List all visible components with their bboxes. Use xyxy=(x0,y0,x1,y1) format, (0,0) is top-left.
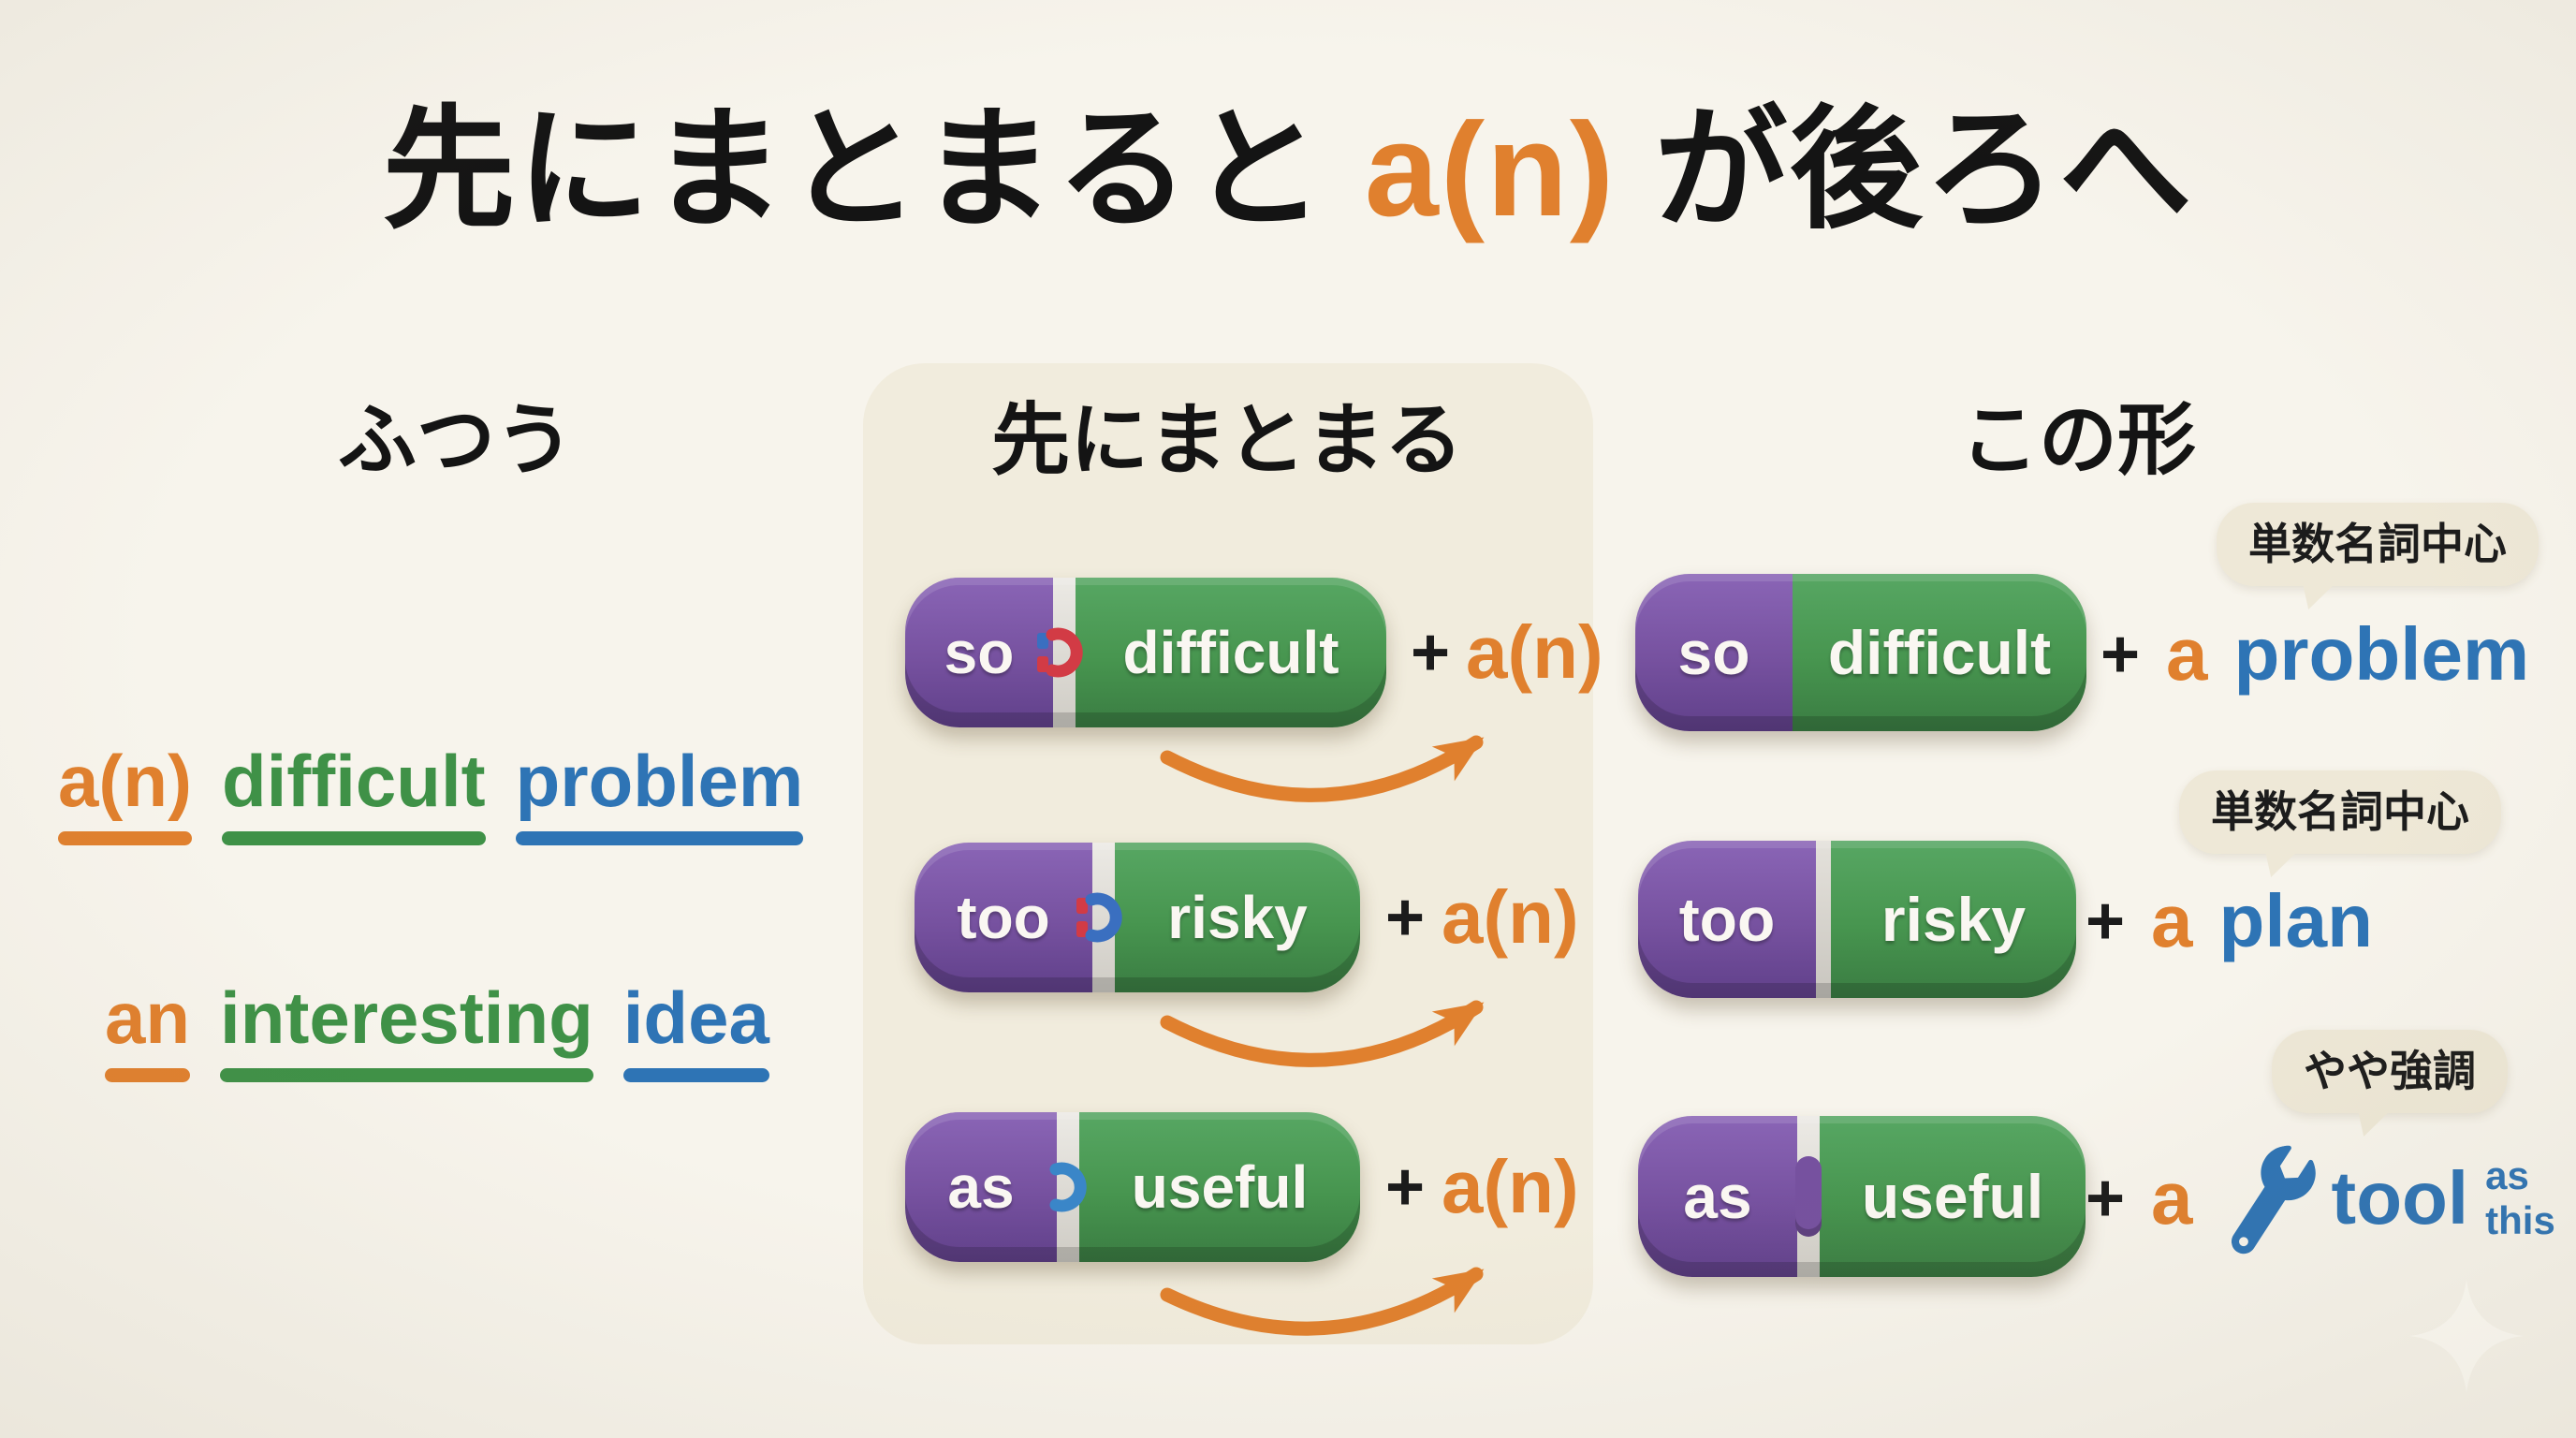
noun-label: plan xyxy=(2218,879,2373,962)
magnet-icon xyxy=(1076,892,1122,943)
pill-degree-segment: as xyxy=(1638,1116,1797,1277)
result-row: + a plan xyxy=(2086,884,2373,959)
pill-adjective-segment: risky xyxy=(1115,843,1360,992)
magnet-icon xyxy=(1049,1162,1087,1212)
degree-pill: too risky xyxy=(915,843,1360,992)
article-label: a xyxy=(2151,879,2193,962)
speech-bubble: やや強調 xyxy=(2272,1030,2508,1113)
plus-sign: + xyxy=(2086,884,2126,959)
example-phrase: a(n) difficult problem xyxy=(58,744,803,845)
word-article: a(n) xyxy=(58,744,192,845)
pill-degree-segment: as xyxy=(905,1112,1057,1262)
degree-pill: too risky xyxy=(1638,841,2076,998)
article-label: a(n) xyxy=(1466,610,1603,694)
curve-arrow-icon xyxy=(1160,1267,1485,1336)
pill-adjective-segment: useful xyxy=(1079,1112,1360,1262)
article-label: a(n) xyxy=(1442,875,1579,959)
plus-sign: + xyxy=(2100,617,2141,692)
title-highlight: a(n) xyxy=(1364,95,1617,244)
pill-divider xyxy=(1076,843,1122,992)
plus-sign: + xyxy=(2086,1161,2126,1236)
pill-degree-segment: too xyxy=(1638,841,1816,998)
column-header-result: この形 xyxy=(1959,396,2197,484)
page-title: 先にまとまると a(n) が後ろへ xyxy=(382,95,2194,244)
word-noun: problem xyxy=(516,744,804,845)
pill-degree-segment: so xyxy=(905,578,1053,727)
word-adjective: difficult xyxy=(222,744,486,845)
pill-adjective-segment: difficult xyxy=(1793,574,2086,731)
example-phrase: an interesting idea xyxy=(105,981,769,1082)
pill-adjective-segment: risky xyxy=(1831,841,2076,998)
result-row: + a tool as this xyxy=(2086,1145,2555,1255)
pill-divider xyxy=(1037,578,1083,727)
word-noun: idea xyxy=(623,981,769,1082)
noun-label: tool xyxy=(2331,1156,2469,1240)
puzzle-knob xyxy=(1795,1156,1822,1237)
as-this-stack: as this xyxy=(2485,1153,2555,1244)
this-label: this xyxy=(2485,1198,2555,1242)
pill-divider xyxy=(1795,1116,1822,1277)
degree-pill: so difficult xyxy=(905,578,1386,727)
curve-arrow-icon xyxy=(1160,1000,1485,1067)
noun-label: problem xyxy=(2233,612,2530,696)
word-adjective: interesting xyxy=(220,981,593,1082)
article-label: a(n) xyxy=(1442,1145,1579,1228)
plus-sign: + xyxy=(1410,615,1451,690)
plus-sign: + xyxy=(1384,1150,1426,1225)
degree-pill: as useful xyxy=(905,1112,1360,1262)
column-header-grouped: 先にまとまる xyxy=(990,396,1464,484)
as-label: as xyxy=(2485,1152,2529,1197)
speech-bubble: 単数名詞中心 xyxy=(2217,503,2539,586)
pill-degree-segment: too xyxy=(915,843,1092,992)
pill-degree-segment: so xyxy=(1635,574,1793,731)
sparkle-icon xyxy=(2409,1279,2524,1393)
word-article: an xyxy=(105,981,190,1082)
article-label: a xyxy=(2166,612,2208,696)
article-label: a xyxy=(2151,1156,2193,1240)
degree-pill: as useful xyxy=(1638,1116,2086,1277)
pill-divider xyxy=(1816,841,1831,998)
curve-arrow-icon xyxy=(1160,735,1485,802)
title-post: が後ろへ xyxy=(1616,95,2194,244)
pill-adjective-segment: useful xyxy=(1820,1116,2086,1277)
degree-pill: so difficult xyxy=(1635,574,2086,731)
speech-bubble: 単数名詞中心 xyxy=(2179,770,2501,854)
magnet-icon xyxy=(1037,627,1083,678)
title-pre: 先にまとまると xyxy=(382,95,1365,244)
result-row: + a problem xyxy=(2100,617,2529,692)
pill-divider xyxy=(1049,1112,1087,1262)
column-header-normal: ふつう xyxy=(337,396,575,484)
plus-sign: + xyxy=(1384,880,1426,955)
wrench-icon xyxy=(2231,1145,2316,1255)
pill-adjective-segment: difficult xyxy=(1076,578,1386,727)
